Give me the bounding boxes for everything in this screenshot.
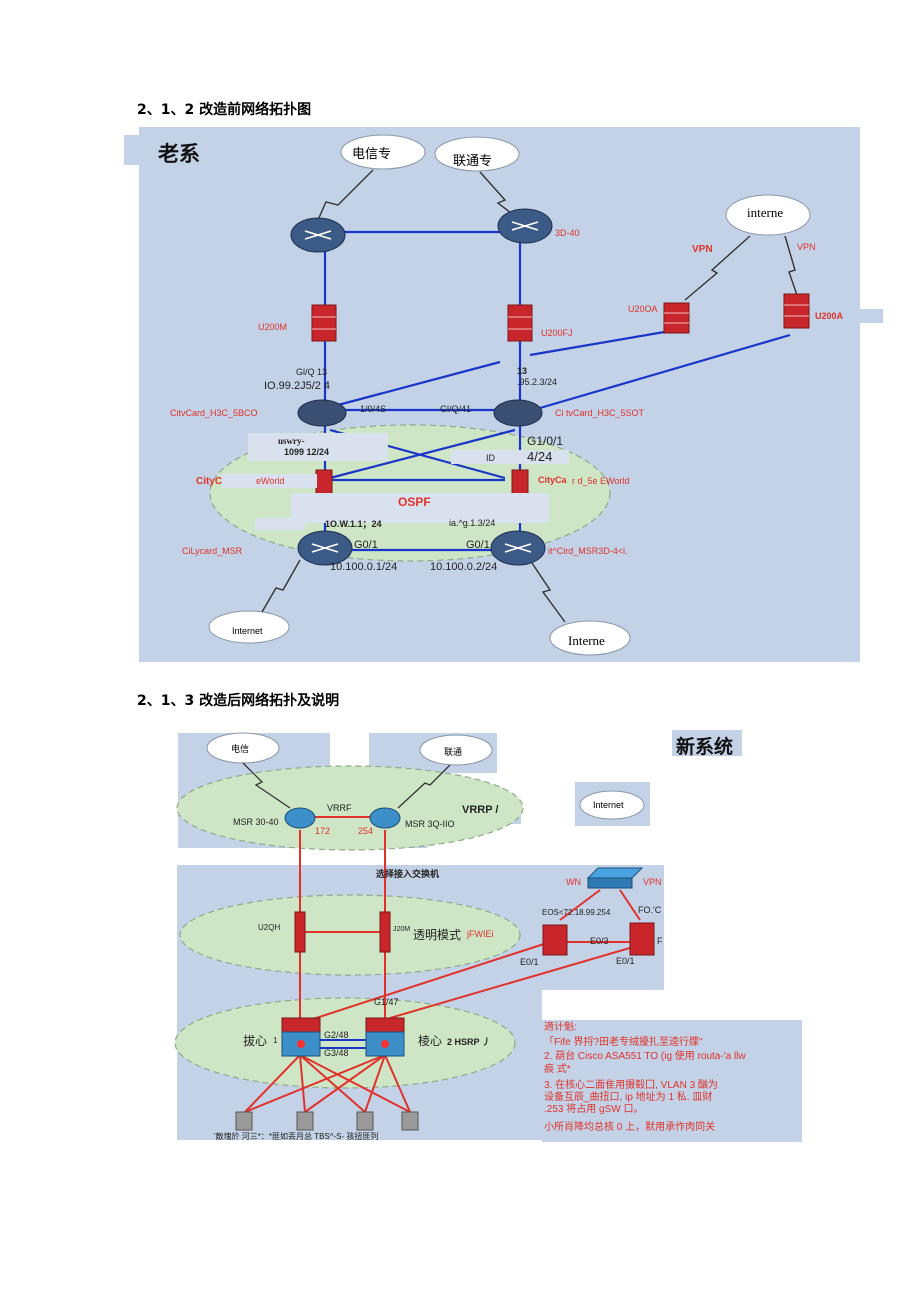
new-label-e03: E0/3 — [590, 936, 609, 946]
new-notes: 適计魁: 「Fife 界捋?田老专绒擾扎至逵行牒" 2. 葫台 Cisco AS… — [544, 1020, 802, 1136]
label-ospf: OSPF — [398, 495, 431, 509]
new-label-j20m: J20M — [393, 926, 411, 933]
new-label-msr-left: MSR 30-40 — [233, 817, 279, 827]
new-label-wn: WN — [566, 877, 581, 887]
label-port-q41: Gl/Q/41 — [440, 404, 472, 414]
new-label-eos: EOS<72.18.99.254 — [542, 908, 611, 917]
cloud-telecom-label: 电信专 — [352, 146, 392, 161]
new-label-msr-right: MSR 3Q-IIO — [405, 819, 455, 829]
label-u200fj: U200FJ — [541, 328, 573, 338]
new-label-172: 172 — [315, 826, 331, 836]
label-msr-left: CiLycard_MSR — [182, 546, 243, 556]
u200a-tab — [810, 309, 883, 323]
label-ip-1099: 1099 12/24 — [284, 447, 330, 457]
new-label-vrrf: VRRF — [327, 803, 352, 813]
new-label-core2-suffix: 2 HSRP 丿 — [447, 1037, 491, 1047]
cloud-unicom-label: 联通专 — [453, 153, 493, 168]
label-ip-mid-right: ia.^g.1.3/24 — [449, 518, 496, 528]
new-label-footer: '敵塊於 河三*：*匪如丟月总 TBS^-S- 孩扭匪列 — [214, 1132, 379, 1141]
label-3d40: 3D-40 — [555, 228, 580, 238]
label-vpn-right: VPN — [797, 242, 816, 252]
label-vpn-left: VPN — [692, 244, 713, 255]
new-label-vrrp: VRRP / — [462, 804, 499, 816]
new-title-box — [672, 730, 742, 756]
new-label-core1-num: 1 — [273, 1036, 278, 1045]
label-gi-right: 13 — [517, 366, 528, 376]
label-ip-right: .95.2.3/24 — [517, 377, 558, 387]
old-title-box — [124, 135, 219, 165]
note-line: 「Fife 界捋?田老专绒擾扎至逵行牒" — [544, 1037, 703, 1048]
label-city-left: CityC — [196, 476, 223, 487]
heading-before: 2、1、2 改造前网络拓扑图 — [137, 102, 312, 118]
label-switch-left: CitvCard_H3C_5BCO — [170, 408, 258, 418]
note-line: 痕 式* — [544, 1064, 571, 1075]
label-ip-bottom-right: 10.100.0.2/24 — [430, 561, 498, 573]
note-line: 3. 在核心二面隹用摄毂囗, VLAN 3 酗为 — [544, 1080, 718, 1091]
new-cloud-unicom: 联通 — [444, 747, 463, 757]
new-label-vpn: VPN — [643, 877, 662, 887]
new-cloud-internet: Internet — [593, 800, 624, 810]
note-line: 2. 葫台 Cisco ASA551 TO (ig 使用 routa-'a ll… — [544, 1051, 746, 1062]
label-ip-4-24: 4/24 — [527, 449, 553, 464]
new-label-access-switch: 选择接入交换机 — [376, 869, 440, 879]
label-gi-left: Gl/Q 13 — [296, 367, 328, 377]
cloud-internet-left-label: Internet — [232, 626, 263, 636]
label-u200a: U200A — [815, 311, 844, 321]
label-ip-mid-left: 1O.W.1.1；24 — [325, 519, 382, 529]
label-ip-left: IO.99.2J5/2 4 — [264, 380, 331, 392]
label-ip-bottom-left: 10.100.0.1/24 — [330, 561, 398, 573]
label-city-right: CityCa — [538, 475, 567, 485]
label-port-104s: 1/0/4S — [360, 404, 387, 414]
new-label-u2qh: U2QH — [258, 923, 281, 932]
new-label-e01-left: E0/1 — [520, 957, 539, 967]
note-line: .253 将占用 gSW 口。 — [544, 1104, 644, 1115]
label-uswry: uswry- — [278, 436, 305, 446]
cloud-internet-right-label: Interne — [568, 633, 605, 648]
new-label-f: F — [657, 936, 663, 946]
new-cloud-telecom: 电信 — [231, 744, 250, 754]
label-id: ID — [486, 453, 495, 463]
note-line: 设备互辰_曲扭口, ip 地址为 1 私. 皿财 — [544, 1092, 713, 1103]
note-line: 小所肖降均总核 0 上，默用承作肉同关 — [544, 1122, 716, 1133]
label-g01-left: G0/1 — [354, 539, 378, 551]
new-title: 新系统 — [676, 737, 734, 758]
label-u200oa: U20OA — [628, 304, 658, 314]
new-label-e01-right: E0/1 — [616, 956, 635, 966]
new-label-fo-c: FO.'C — [638, 905, 662, 915]
new-label-g248: G2/48 — [324, 1030, 349, 1040]
new-label-g348: G3/48 — [324, 1048, 349, 1058]
label-switch-right: Ci tvCard_H3C_5SOT — [555, 408, 645, 418]
new-label-254: 254 — [358, 826, 374, 836]
new-label-core1: 拔心 — [243, 1034, 268, 1048]
new-label-transparent: 透明模式 — [413, 928, 462, 942]
cloud-internet-top-label: interne — [747, 205, 784, 220]
label-msr-right: it^Cird_MSR3D-4<i. — [548, 546, 628, 556]
label-eworld-right: r d_5e EWorld — [572, 476, 630, 486]
label-g01-right: G0/1 — [466, 539, 490, 551]
heading-after: 2、1、3 改造后网络拓扑及说明 — [137, 693, 340, 709]
new-label-gi47: G1/47 — [374, 997, 399, 1007]
old-title: 老系 — [158, 143, 200, 166]
label-eworld-left: eWorld — [256, 476, 285, 486]
new-label-core2: 棱心 — [418, 1034, 443, 1048]
new-label-jfwiei: jFWIEi — [467, 929, 494, 939]
note-line: 適计魁: — [544, 1022, 577, 1033]
label-u200m: U200M — [258, 322, 288, 332]
label-g1-0-1: G1/0/1 — [527, 434, 564, 448]
